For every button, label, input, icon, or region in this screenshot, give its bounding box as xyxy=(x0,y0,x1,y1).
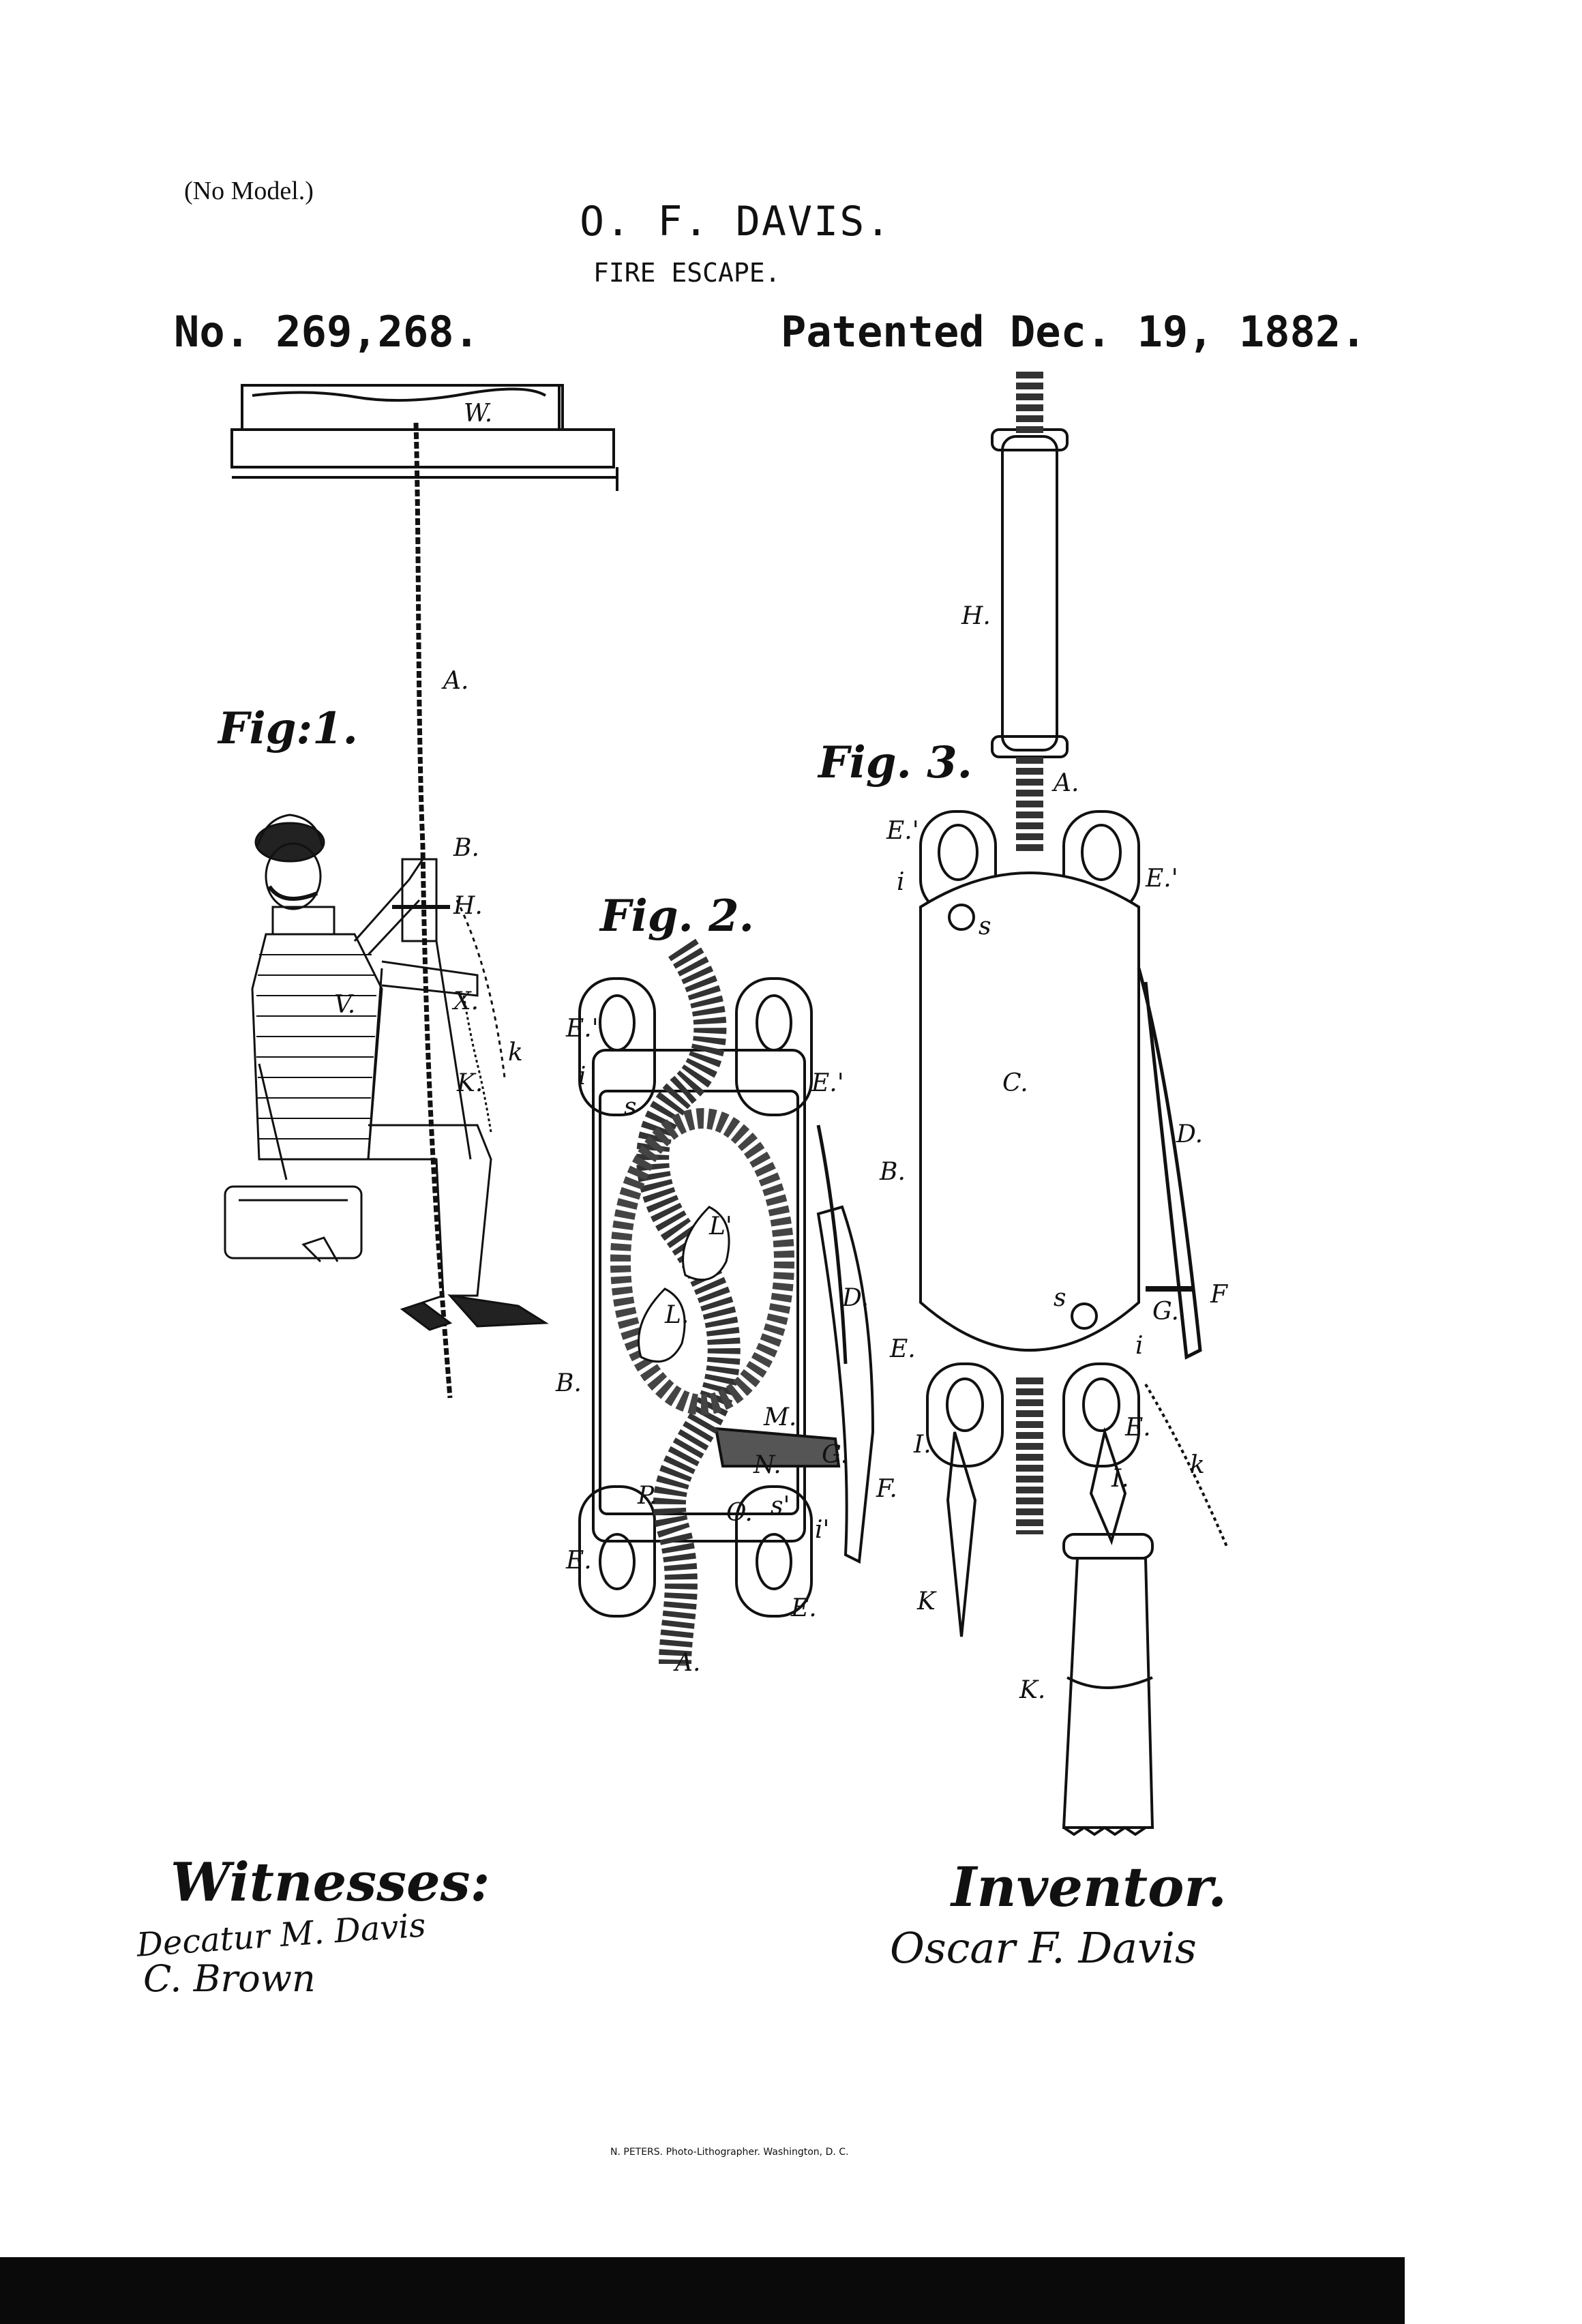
fig3-part-G: G. xyxy=(1152,1298,1179,1326)
fig1-part-X: X. xyxy=(451,987,479,1015)
scan-edge-bar xyxy=(0,2257,1405,2324)
fig2-part-s1: s' xyxy=(771,1492,790,1520)
witnesses-label: Witnesses: xyxy=(170,1851,490,1913)
fig1-part-W: W. xyxy=(464,400,492,428)
lithographer-credit: N. PETERS. Photo-Lithographer. Washingto… xyxy=(610,2147,849,2158)
fig1-part-B: B. xyxy=(453,834,479,862)
fig2-part-N: N. xyxy=(753,1451,781,1479)
fig1-part-A: A. xyxy=(441,667,468,695)
fig1-part-H: H. xyxy=(453,892,483,920)
fig2-part-O: O. xyxy=(726,1499,753,1527)
fig3-part-E1a: E.' xyxy=(886,817,919,845)
fig3-part-D: D. xyxy=(1176,1120,1203,1148)
fig1-device xyxy=(367,858,506,1160)
fig2-part-i: i xyxy=(578,1062,586,1090)
fig2-part-Ea: E. xyxy=(565,1547,592,1575)
witness-signature-2: C. Brown xyxy=(143,1957,316,2000)
fig2-part-D: D. xyxy=(841,1284,869,1312)
fig3-part-H: H. xyxy=(961,602,991,630)
fig2-part-L: L. xyxy=(664,1301,689,1329)
fig1-part-K: K. xyxy=(456,1069,483,1097)
fig2-part-A: A. xyxy=(673,1649,700,1677)
fig3-part-I1: I. xyxy=(913,1431,931,1459)
fig2-part-B: B. xyxy=(555,1369,582,1397)
fig2-part-G: G. xyxy=(822,1441,848,1469)
fig3-part-k: k xyxy=(1190,1451,1205,1479)
fig2-part-M: M. xyxy=(763,1403,796,1431)
invention-title: FIRE ESCAPE. xyxy=(593,258,781,288)
fig3-device xyxy=(919,372,1229,1836)
inventor-label: Inventor. xyxy=(951,1855,1227,1919)
no-model-note: (No Model.) xyxy=(184,177,314,205)
fig3-part-i2: i xyxy=(1135,1332,1144,1360)
fig1-part-k: k xyxy=(508,1039,523,1067)
fig3-part-K2: K. xyxy=(1019,1676,1045,1704)
fig1-window-sill xyxy=(230,384,618,491)
fig2-part-E1b: E.' xyxy=(811,1069,844,1097)
fig3-part-i: i xyxy=(897,868,905,896)
fig1-part-V: V. xyxy=(334,991,355,1019)
fig2-rope xyxy=(610,938,794,1665)
fig3-part-E1b: E.' xyxy=(1145,865,1178,893)
fig3-part-s2: s xyxy=(1054,1284,1066,1312)
fig3-part-B: B. xyxy=(879,1158,906,1186)
fig3-part-I2: I. xyxy=(1111,1465,1129,1493)
fig2-part-F: F. xyxy=(876,1475,897,1503)
fig3-part-Ea: E. xyxy=(889,1335,916,1363)
fig1-man-figure xyxy=(224,814,549,1331)
fig3-label: Fig. 3. xyxy=(817,737,972,788)
patent-date: Patented Dec. 19, 1882. xyxy=(781,307,1367,357)
fig3-part-K1: K xyxy=(916,1588,937,1615)
fig2-part-s: s xyxy=(624,1093,636,1121)
fig3-part-C: C. xyxy=(1002,1069,1028,1097)
inventor-name-heading: O. F. DAVIS. xyxy=(580,198,892,245)
fig2-part-i1: i' xyxy=(815,1516,829,1544)
fig2-device xyxy=(578,977,875,1618)
fig3-part-s1: s xyxy=(979,912,991,940)
inventor-signature: Oscar F. Davis xyxy=(890,1923,1197,1973)
fig1-label: Fig:1. xyxy=(217,703,358,754)
fig3-part-A: A. xyxy=(1051,769,1079,797)
fig1-rope xyxy=(413,422,453,1399)
fig2-part-P: P. xyxy=(637,1482,657,1510)
fig2-part-Eb: E. xyxy=(790,1594,817,1622)
fig3-part-Eb: E. xyxy=(1124,1414,1151,1442)
fig3-part-F: F xyxy=(1210,1281,1229,1309)
fig2-part-L1: L' xyxy=(708,1212,732,1240)
fig2-part-E1a: E.' xyxy=(565,1015,599,1043)
fig2-label: Fig. 2. xyxy=(599,891,754,942)
patent-number: No. 269,268. xyxy=(174,307,479,357)
